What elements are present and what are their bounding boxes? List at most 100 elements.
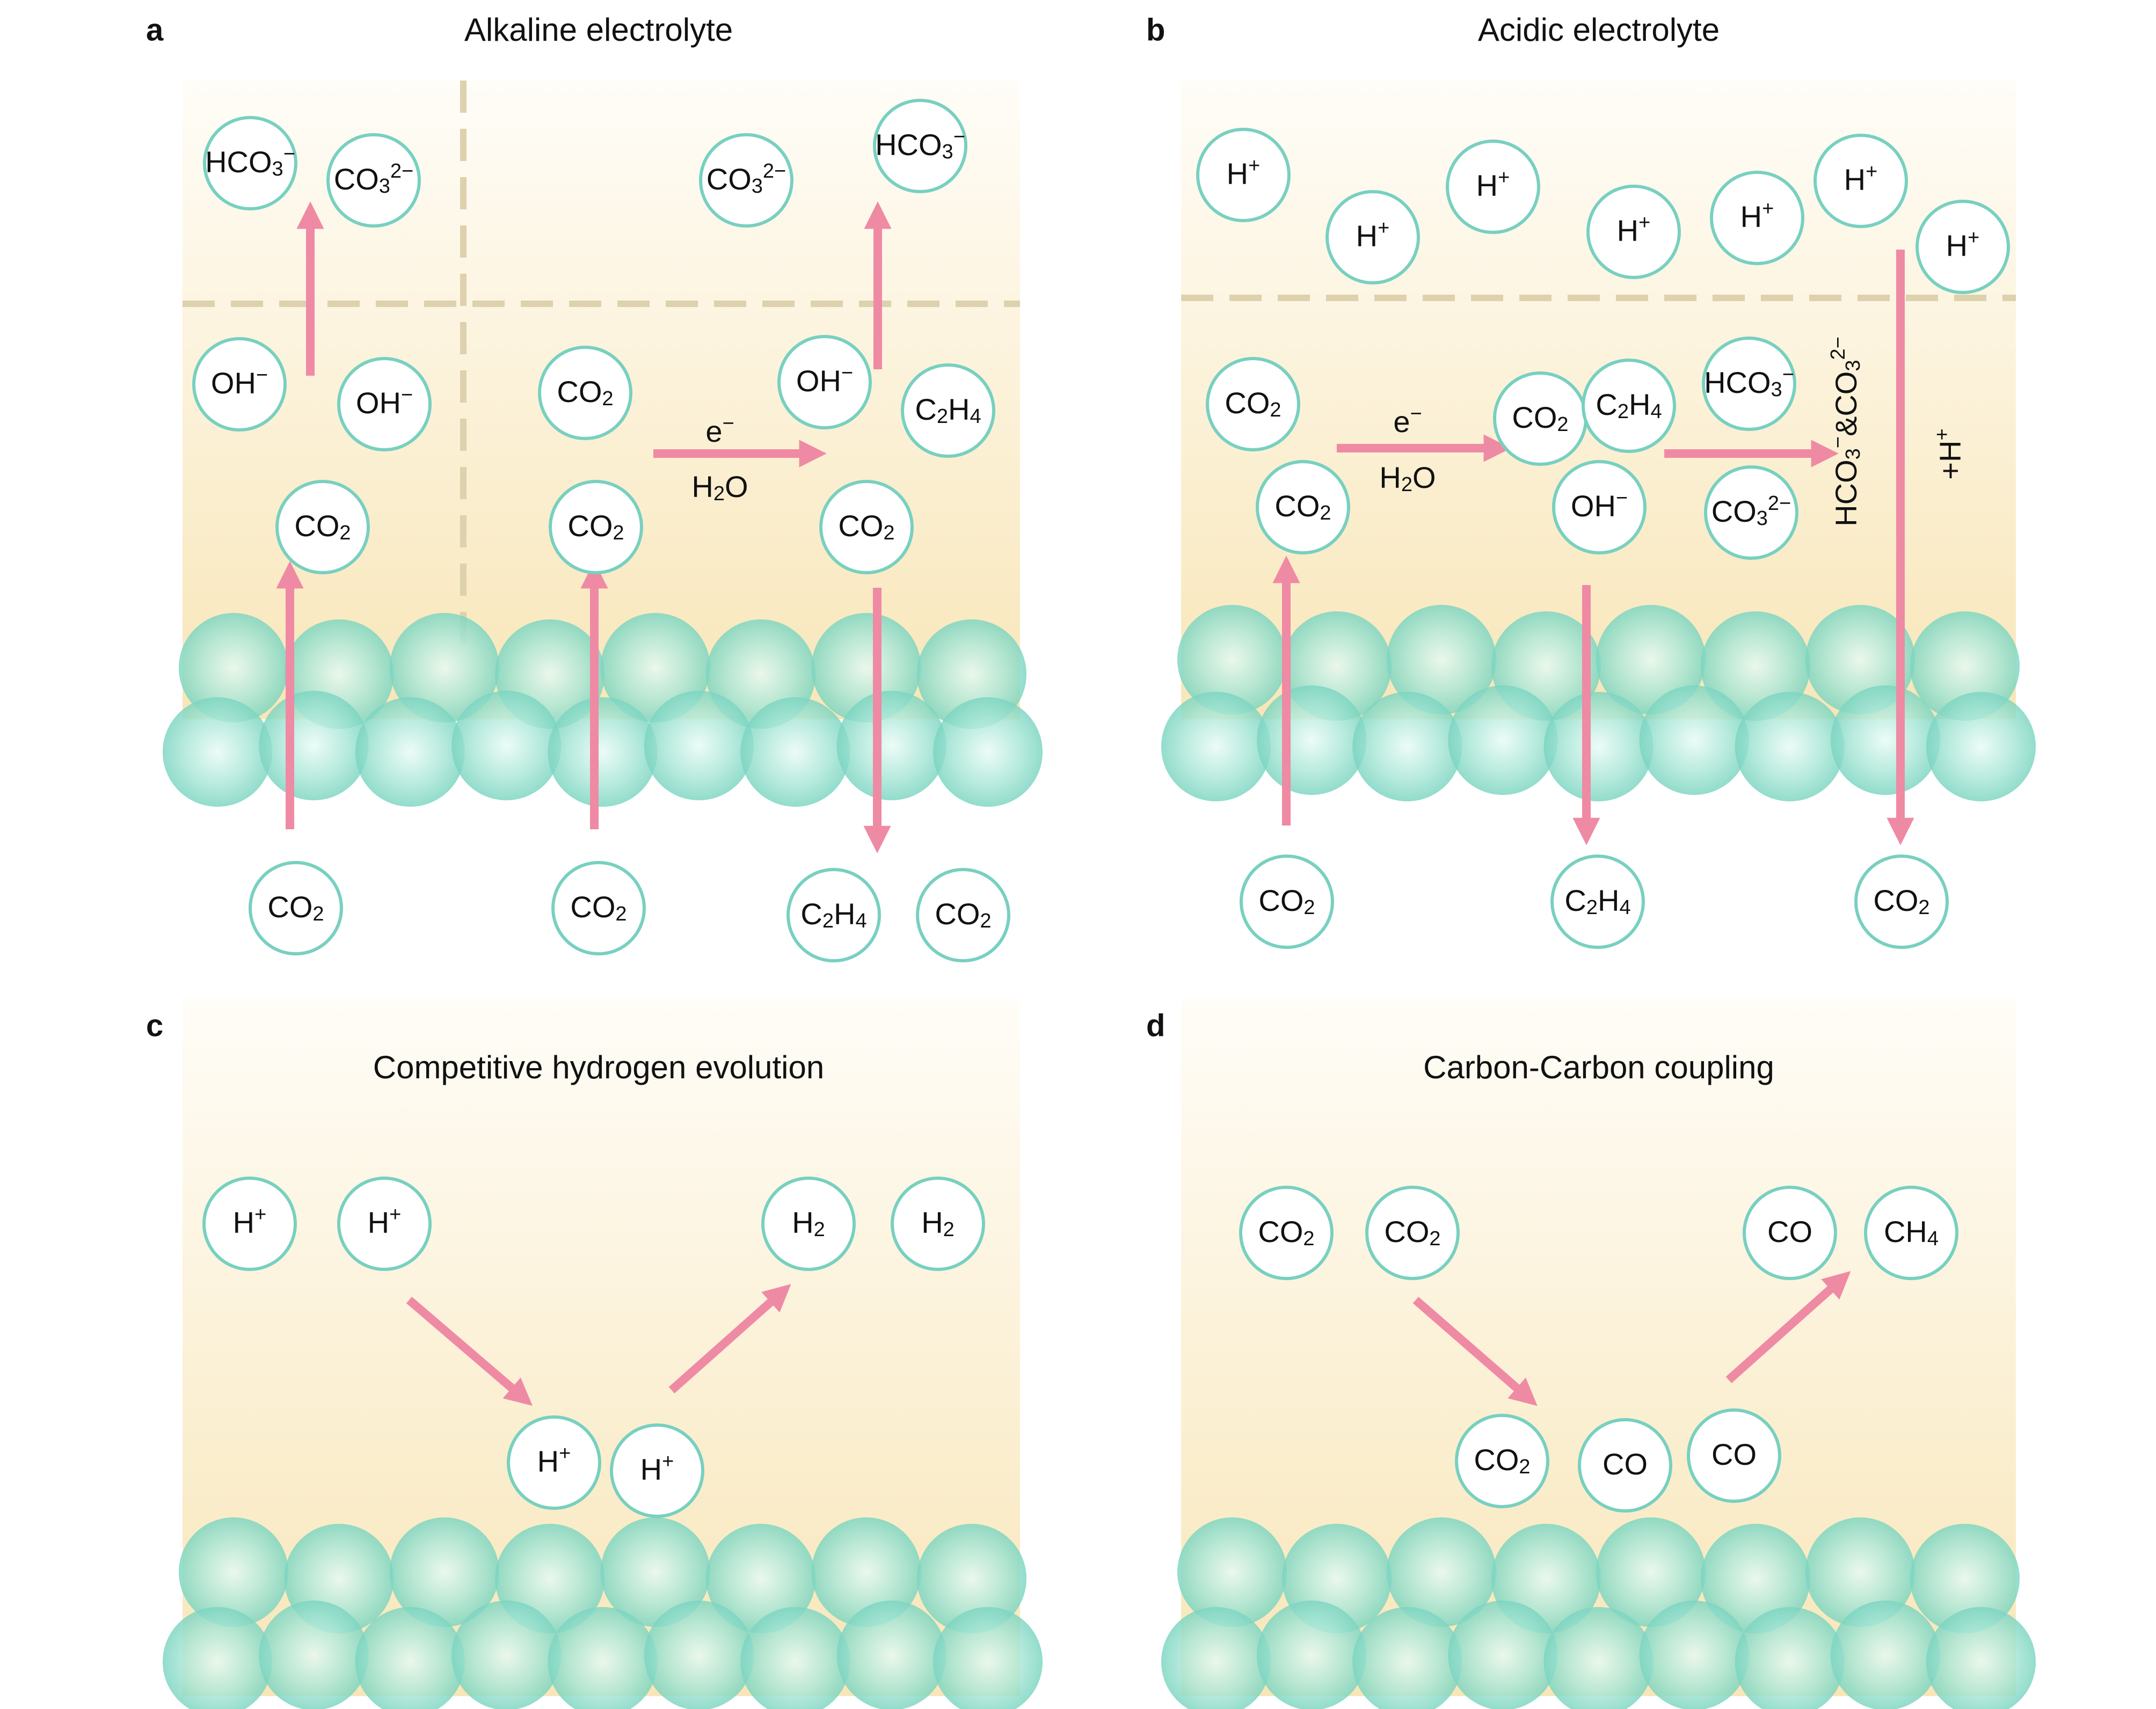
catalyst-sphere — [933, 1607, 1043, 1709]
formula-base: OH — [1571, 489, 1616, 523]
catalyst-sphere — [1639, 1601, 1749, 1709]
formula-base: CO — [567, 509, 613, 543]
formula-base: C — [1596, 388, 1617, 421]
catalyst-sphere — [836, 1601, 946, 1709]
catalyst-sphere — [259, 1601, 369, 1709]
formula-base: +H — [1933, 441, 1967, 480]
formula-base: CO — [570, 890, 615, 924]
formula-base: CO — [334, 162, 379, 196]
molecule-label: CO2 — [1258, 1215, 1314, 1251]
molecule-circle — [1582, 359, 1676, 453]
molecule-label: CO2 — [1512, 400, 1568, 436]
formula-sub: 2 — [822, 910, 834, 932]
formula-sup: + — [1638, 211, 1650, 234]
molecule-h-7: H+ — [1915, 200, 2010, 294]
molecule-label: CO32− — [706, 160, 786, 198]
molecule-oh-1: OH− — [1552, 460, 1647, 554]
formula-sub: 2 — [1303, 896, 1315, 919]
formula-base: C — [800, 897, 822, 931]
catalyst-sphere — [644, 1601, 754, 1709]
molecule-label: HCO3− — [205, 143, 295, 180]
formula-sub: 2 — [1401, 473, 1412, 496]
catalyst-sphere — [811, 1517, 921, 1627]
formula-sup: 2− — [390, 160, 413, 182]
molecule-label: HCO3− — [1704, 363, 1794, 401]
molecule-label: CO2 — [1258, 883, 1315, 919]
formula-sub2: 3 — [1842, 360, 1864, 371]
molecule-label: CO — [1711, 1437, 1757, 1471]
molecule-circle — [1325, 190, 1420, 284]
formula-base: OH — [211, 366, 256, 400]
catalyst-sphere — [1735, 1607, 1845, 1709]
catalyst-sphere — [1926, 1607, 2036, 1709]
molecule-label: CO2 — [1384, 1215, 1440, 1251]
molecule-co-3: CO — [1687, 1408, 1781, 1503]
formula-base: CO — [1258, 1215, 1303, 1248]
molecule-label: CO32− — [1711, 492, 1791, 530]
molecule-h-3: H+ — [507, 1415, 601, 1510]
molecule-label: CO2 — [267, 890, 324, 926]
formula-base2: O — [1412, 461, 1436, 494]
formula-sub: 2 — [615, 903, 627, 925]
formula-base: H — [1379, 461, 1401, 494]
formula-sup: + — [559, 1442, 571, 1465]
molecule-label: CH4 — [1884, 1215, 1939, 1251]
formula-base: CO — [1225, 386, 1270, 420]
reaction-arrow — [1412, 1296, 1538, 1406]
formula-sup: + — [1762, 198, 1774, 220]
formula-sup: − — [1410, 403, 1422, 425]
molecule-circle — [819, 480, 914, 574]
reaction-arrow — [1725, 1271, 1851, 1383]
formula-base: CO — [1474, 1443, 1519, 1477]
catalyst-sphere — [917, 1524, 1026, 1633]
molecule-circle — [1206, 357, 1300, 451]
formula-base: CO — [935, 897, 980, 931]
molecule-label: H2 — [921, 1206, 955, 1241]
molecule-hco3-2: HCO3− — [873, 99, 967, 193]
catalyst-sphere — [1596, 605, 1706, 714]
catalyst-sphere — [740, 1607, 850, 1709]
formula-sub: 3 — [942, 141, 953, 163]
formula-sub: 2 — [1586, 896, 1598, 919]
catalyst-sphere — [1596, 1517, 1706, 1627]
molecule-h-3: H+ — [1446, 140, 1540, 234]
formula-base: H — [1476, 169, 1498, 202]
molecule-circle — [1702, 337, 1796, 431]
molecule-hco3-1: HCO3− — [1702, 337, 1796, 431]
molecule-circle — [551, 861, 646, 955]
molecule-circle — [699, 133, 793, 228]
molecule-circle — [275, 480, 370, 574]
catalyst-sphere — [1926, 692, 2036, 801]
molecule-h-5: H+ — [1710, 171, 1804, 265]
formula-base: CO — [1711, 494, 1757, 528]
panel-title: Alkaline electrolyte — [464, 12, 733, 48]
formula-sub: 2 — [883, 522, 894, 544]
label-electron: e− — [1393, 403, 1422, 439]
molecule-label: H+ — [1946, 227, 1980, 262]
formula-base: H — [1946, 229, 1968, 262]
formula-sup: + — [1498, 166, 1510, 189]
molecule-label: OH− — [211, 364, 268, 400]
formula-sub: 3 — [379, 175, 390, 198]
formula-sub2: 4 — [1650, 400, 1662, 423]
formula-base: H — [233, 1206, 254, 1239]
molecule-circle — [610, 1423, 704, 1518]
catalyst-sphere — [1448, 685, 1558, 795]
molecule-circle — [1743, 1186, 1837, 1280]
molecule-co2-2: CO2 — [1256, 460, 1350, 554]
formula-sub: 2 — [1918, 896, 1929, 919]
molecule-label: CO2 — [1873, 883, 1929, 919]
formula-sub: 3 — [272, 158, 283, 180]
catalyst-sphere — [1387, 1517, 1496, 1627]
formula-sup: − — [256, 364, 268, 386]
catalyst-sphere — [1910, 1524, 2020, 1633]
molecule-circle — [1240, 854, 1334, 949]
formula-base: CO — [1711, 1437, 1757, 1471]
molecule-circle — [1813, 134, 1908, 228]
formula-base: HCO — [1704, 366, 1771, 399]
molecule-label: H+ — [1740, 198, 1774, 233]
catalyst-sphere — [933, 697, 1043, 807]
formula-base: HCO — [875, 128, 942, 162]
formula-base: e — [705, 414, 722, 448]
